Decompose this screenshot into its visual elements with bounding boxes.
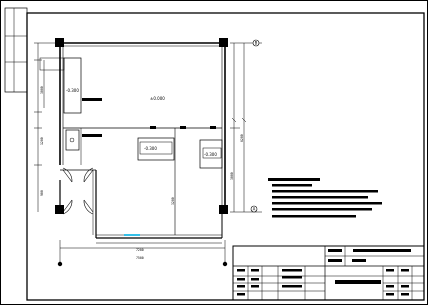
counter-block [137,137,175,161]
notes-line [272,184,312,187]
title-bar [328,249,342,252]
notes-block [268,178,382,218]
notes-line [268,178,320,181]
title-bar [282,269,302,272]
title-bar [328,259,342,262]
title-bar [282,276,302,279]
title-bar [237,285,245,288]
level-left-upper: -0.300 [66,88,79,93]
level-right: -0.300 [204,152,217,157]
title-bar [386,293,394,296]
title-block-text-bars [237,249,411,296]
binding-strip [4,7,28,93]
structural-columns [55,38,228,214]
title-bar-drawing-name [335,280,381,284]
door-swings [62,167,94,215]
title-bar [386,285,394,288]
right-fixture [199,139,223,169]
dim-interior-v: 3200 [171,197,175,205]
notes-line [272,215,356,218]
title-bar [251,285,259,288]
notes-line [272,196,368,199]
drawing-frame [26,12,425,301]
axis-bubble-b [252,39,260,47]
dim-right-lower: 3000 [230,172,234,180]
dim-bottom-inner: 7200 [136,248,144,252]
title-bar [386,269,394,272]
title-bar [237,278,245,281]
dim-left-lower: 1200 [40,137,44,145]
title-bar [251,278,259,281]
axis-bubble-bl [57,261,63,267]
partition-tags [150,126,216,129]
dimension-lines-bottom [59,240,226,262]
title-bar [237,293,245,296]
title-bar [282,285,302,288]
title-bar [401,269,409,272]
dim-left-bottom: 900 [40,190,44,196]
level-room: ±0.000 [150,96,165,101]
upper-left-room [39,57,102,114]
dimension-lines-right [230,42,262,213]
plan-labels: ±0.000 -0.300 -0.300 -0.300 7200 7500 62… [40,86,244,260]
title-bar [401,285,409,288]
notes-line [272,202,382,205]
title-bar [401,293,409,296]
dim-left-top: 3000 [40,86,44,94]
dimension-lines-left [34,42,56,212]
axis-bubble-a [250,205,258,213]
axis-bubble-br [222,261,228,267]
title-block [232,245,425,301]
dim-bottom-outer: 7500 [136,256,144,260]
title-bar-project [353,249,411,252]
axis-bubbles: B A [57,39,260,267]
window-opening [124,234,140,236]
title-bar [352,259,366,262]
notes-line [272,190,378,193]
title-bar [237,269,245,272]
dim-right-main: 6200 [240,134,244,142]
title-bar [251,269,259,272]
axis-label-b: B [255,41,258,46]
building-walls [59,42,226,239]
left-fixture [65,129,102,151]
level-counter: -0.300 [144,146,157,151]
notes-line [272,208,372,211]
axis-label-a: A [253,207,256,212]
